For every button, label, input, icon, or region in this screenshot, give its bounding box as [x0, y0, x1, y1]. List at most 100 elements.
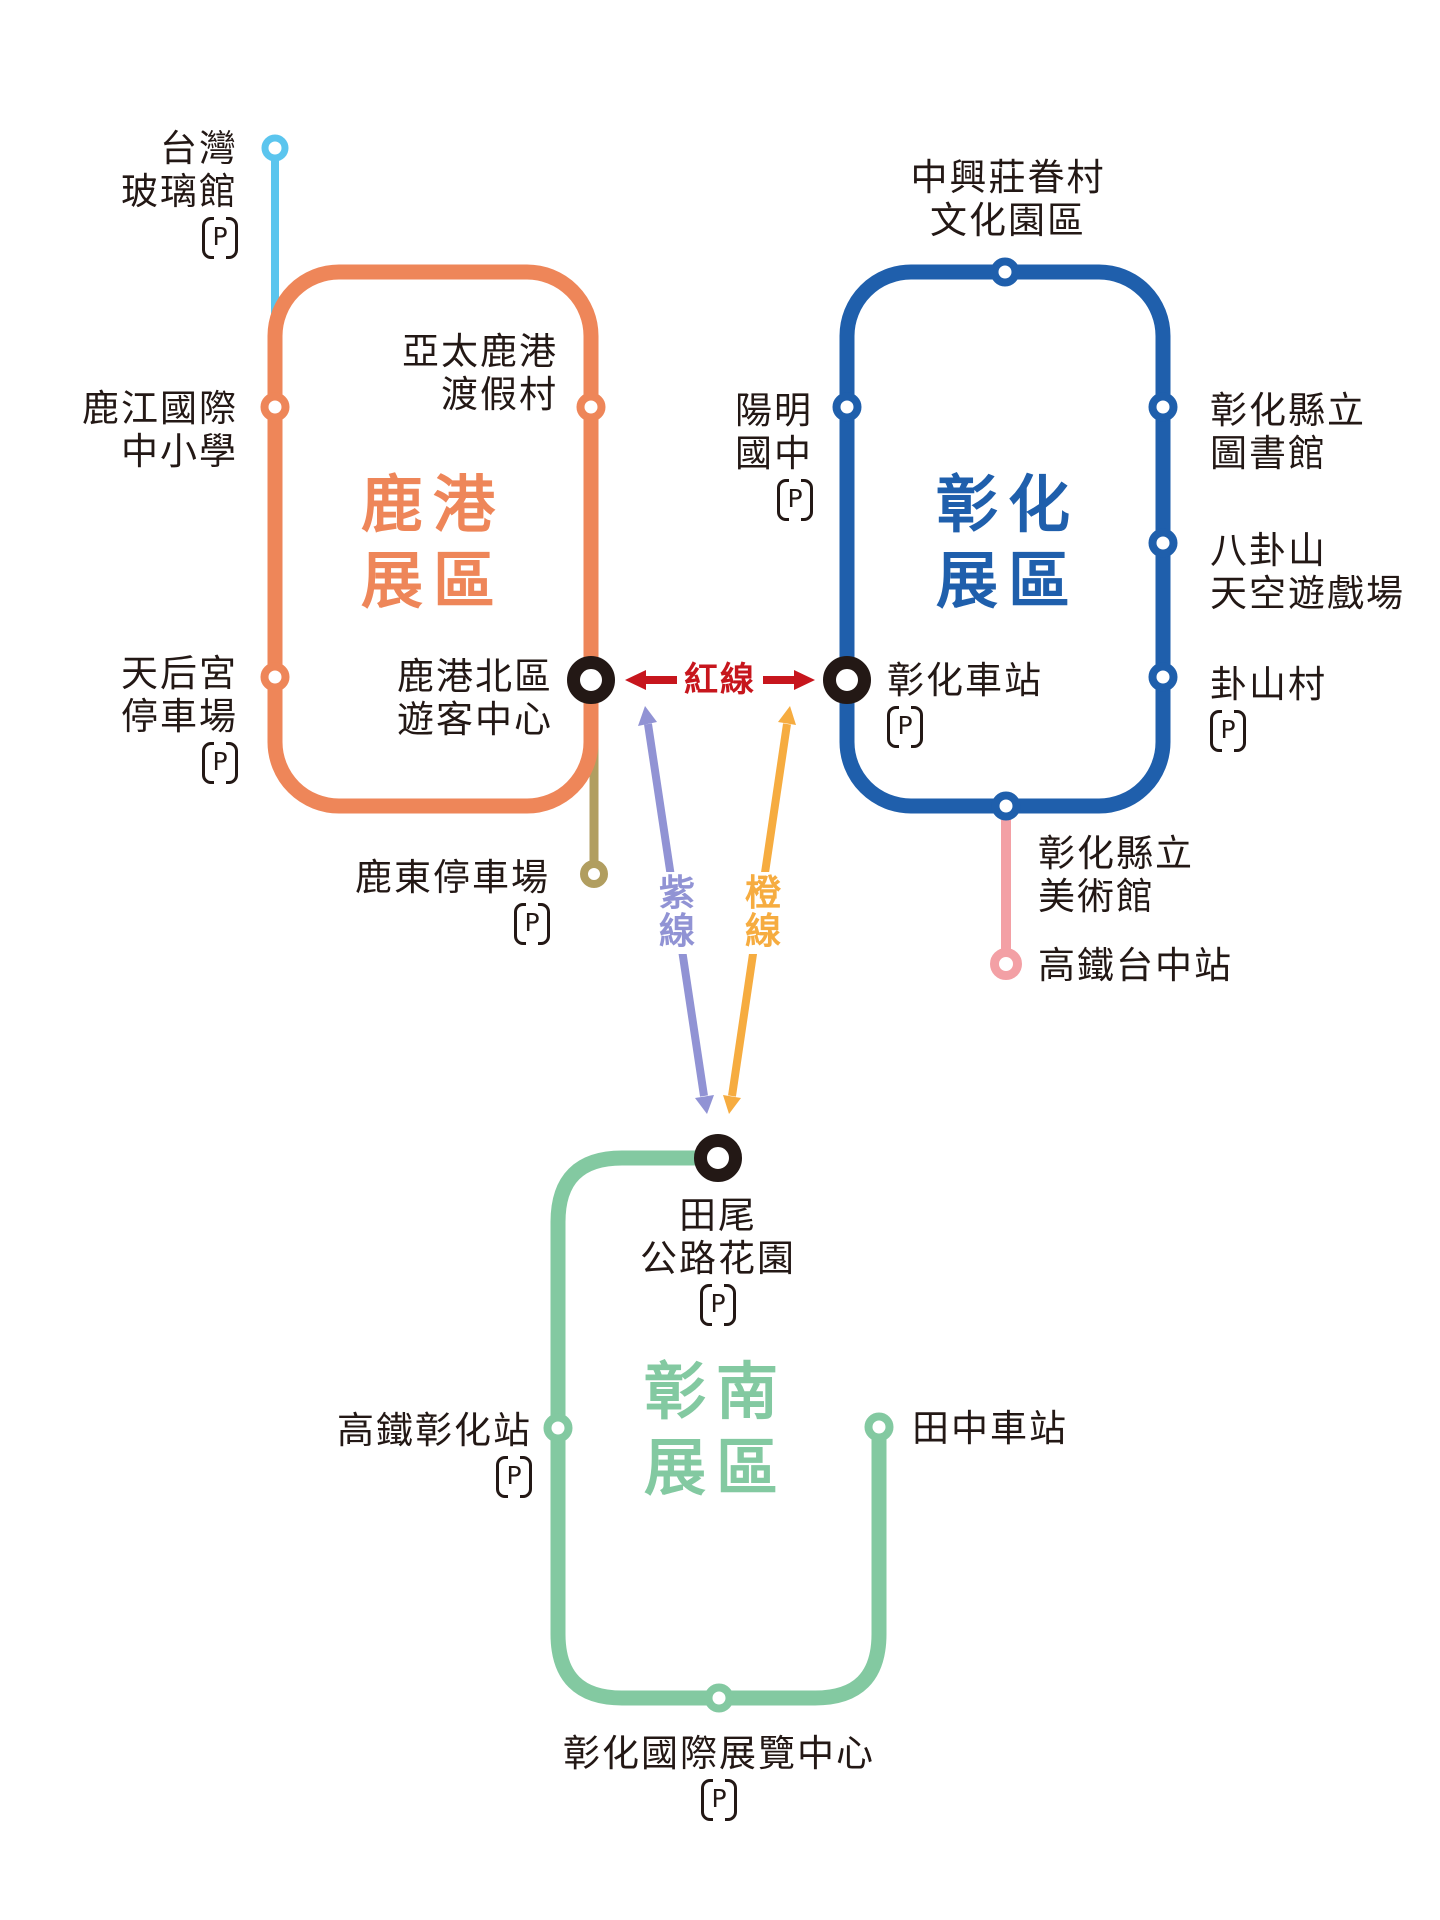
parking-row: P: [337, 1452, 532, 1498]
orange-line-label-char: 線: [744, 911, 783, 952]
area-title-line: 鹿港: [360, 468, 506, 541]
parking-row: P: [121, 738, 238, 784]
station-label-line: 國中: [735, 432, 813, 475]
station-label-tianzhong: 田中車站: [912, 1407, 1068, 1450]
red-line-label: 紅線: [684, 660, 756, 700]
station-label-tianhou: 天后宮 停車場 P: [121, 652, 238, 784]
yatai-node: [576, 392, 606, 422]
station-label-line: 鹿港北區: [397, 655, 553, 698]
south-loop-line: [550, 1150, 887, 1706]
station-label-line: 鹿江國際: [82, 387, 238, 430]
station-label-line: 彰化國際展覽中心: [563, 1732, 875, 1775]
station-label-line: 玻璃館: [121, 170, 238, 213]
bagua-node: [1148, 528, 1178, 558]
station-label-line: 公路花園: [640, 1237, 796, 1280]
library-node: [1148, 392, 1178, 422]
yangming-node: [832, 392, 862, 422]
parking-row: P: [563, 1775, 875, 1821]
changhua-station-node: [823, 656, 871, 704]
station-label-line: 八卦山: [1210, 529, 1327, 572]
tianhou-node: [260, 662, 290, 692]
station-label-lugang-north: 鹿港北區 遊客中心: [397, 655, 553, 741]
station-label-line: 彰化縣立: [1038, 832, 1194, 875]
area-title-line: 彰南: [643, 1355, 789, 1428]
purple-line-label-char: 紫: [658, 873, 697, 914]
parking-icon: P: [1210, 709, 1246, 752]
station-label-line: 停車場: [121, 695, 238, 738]
parking-icon: P: [202, 216, 238, 259]
station-label-line: 文化園區: [930, 199, 1086, 242]
parking-row: P: [355, 899, 550, 945]
parking-row: P: [640, 1280, 796, 1326]
parking-icon: P: [496, 1455, 532, 1498]
hsr-changhua-node: [543, 1413, 573, 1443]
station-label-yangming: 陽明 國中 P: [735, 389, 813, 521]
station-label-line: 台灣: [160, 127, 238, 170]
station-label-line: 高鐵台中站: [1038, 944, 1233, 987]
station-label-guashan: 卦山村 P: [1210, 663, 1327, 752]
station-label-line: 遊客中心: [397, 698, 553, 741]
parking-row: P: [887, 702, 1043, 748]
orange-line-bottom-arrowhead: [723, 1095, 741, 1114]
station-label-changhua-station: 彰化車站 P: [887, 659, 1043, 748]
station-label-line: 中興莊眷村: [910, 156, 1106, 199]
parking-icon: P: [887, 705, 923, 748]
parking-icon: P: [777, 478, 813, 521]
changhua-area-title: 彰化 展區: [936, 467, 1080, 619]
parking-icon: P: [514, 902, 550, 945]
station-label-tianwei: 田尾 公路花園 P: [640, 1194, 796, 1326]
station-label-line: 美術館: [1038, 875, 1155, 918]
area-title-line: 彰化: [935, 468, 1081, 541]
parking-icon: P: [700, 1283, 736, 1326]
station-label-line: 圖書館: [1210, 432, 1327, 475]
station-label-library: 彰化縣立 圖書館: [1210, 389, 1366, 475]
station-label-line: 中小學: [121, 430, 238, 473]
glass-hall-node: [261, 134, 289, 162]
station-label-glass-hall: 台灣 玻璃館 P: [121, 127, 238, 259]
parking-row: P: [121, 213, 238, 259]
purple-line-label-char: 線: [658, 911, 697, 952]
area-title-line: 展區: [935, 544, 1081, 617]
red-line-right-arrowhead: [794, 670, 815, 690]
station-label-line: 田中車站: [912, 1407, 1068, 1450]
station-label-line: 田尾: [679, 1194, 757, 1237]
station-label-line: 彰化縣立: [1210, 389, 1366, 432]
station-label-line: 鹿東停車場: [355, 856, 550, 899]
lukang-area-title: 鹿港 展區: [361, 467, 505, 619]
station-label-line: 亞太鹿港: [402, 330, 558, 373]
station-label-line: 渡假村: [441, 373, 558, 416]
tianwei-node: [694, 1134, 742, 1182]
station-label-lujiang: 鹿江國際 中小學: [82, 387, 238, 473]
orange-line-label-char: 橙: [744, 873, 783, 914]
orange-line-label: 橙 線: [742, 872, 786, 954]
station-label-bagua: 八卦山 天空遊戲場: [1210, 529, 1405, 615]
station-label-line: 陽明: [735, 389, 813, 432]
station-label-line: 彰化車站: [887, 659, 1043, 702]
area-title-line: 展區: [360, 544, 506, 617]
parking-row: P: [1210, 706, 1327, 752]
parking-row: P: [735, 475, 813, 521]
area-title-line: 展區: [643, 1431, 789, 1504]
purple-line-bottom-arrowhead: [695, 1095, 714, 1114]
station-label-zhongxing: 中興莊眷村 文化園區: [911, 156, 1106, 242]
purple-line-label: 紫 線: [656, 872, 700, 954]
parking-icon: P: [202, 741, 238, 784]
station-label-line: 卦山村: [1210, 663, 1327, 706]
south-area-title: 彰南 展區: [644, 1354, 788, 1506]
station-label-art-museum: 彰化縣立 美術館: [1038, 832, 1194, 918]
hsr-taichung-node: [990, 948, 1022, 980]
station-label-hsr-changhua: 高鐵彰化站 P: [337, 1409, 532, 1498]
parking-icon: P: [701, 1778, 737, 1821]
lujiang-node: [260, 392, 290, 422]
orange-line-top-arrowhead: [778, 706, 796, 725]
tianzhong-node: [864, 1412, 894, 1442]
zhongxing-node: [990, 257, 1020, 287]
station-label-ludong: 鹿東停車場 P: [355, 856, 550, 945]
station-label-expo: 彰化國際展覽中心 P: [563, 1732, 875, 1821]
lukang-loop-line: [267, 264, 599, 814]
red-line-left-arrowhead: [625, 670, 646, 690]
purple-line-top-arrowhead: [638, 706, 657, 726]
expo-node: [704, 1683, 734, 1713]
station-label-yatai: 亞太鹿港 渡假村: [402, 330, 558, 416]
